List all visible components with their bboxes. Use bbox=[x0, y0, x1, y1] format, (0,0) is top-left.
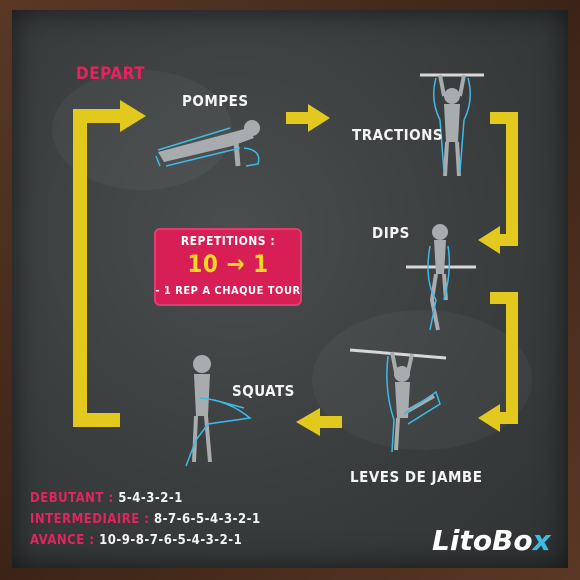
exercise-label-pompes: POMPES bbox=[182, 92, 249, 110]
level-value: 8-7-6-5-4-3-2-1 bbox=[154, 512, 261, 527]
loop-arrowhead bbox=[120, 100, 146, 132]
repetitions-label: REPETITIONS : bbox=[180, 234, 276, 248]
arrow-dips-leves bbox=[490, 292, 518, 424]
logo-main-text: LitoBo bbox=[432, 524, 533, 557]
level-label: DEBUTANT : bbox=[30, 491, 114, 506]
level-value: 10-9-8-7-6-5-4-3-2-1 bbox=[99, 533, 243, 548]
leg-raise-figure bbox=[349, 348, 447, 453]
litobox-logo: LitoBox bbox=[432, 524, 551, 557]
arrowhead bbox=[478, 404, 500, 432]
logo-accent-text: x bbox=[532, 524, 551, 557]
repetitions-box: REPETITIONS : 10 → 1 - 1 REP A CHAQUE TO… bbox=[154, 228, 302, 306]
pullup-figure bbox=[420, 73, 484, 177]
level-list: DEBUTANT : 5-4-3-2-1 INTERMEDIAIRE : 8-7… bbox=[30, 488, 261, 551]
level-intermediate: INTERMEDIAIRE : 8-7-6-5-4-3-2-1 bbox=[30, 509, 261, 530]
exercise-label-dips: DIPS bbox=[372, 224, 410, 242]
level-value: 5-4-3-2-1 bbox=[118, 491, 183, 506]
arrow-tractions-dips bbox=[490, 112, 518, 246]
exercise-label-leves-de-jambe: LEVES DE JAMBE bbox=[350, 468, 483, 486]
pushup-figure bbox=[155, 120, 260, 167]
repetitions-range: 10 → 1 bbox=[154, 250, 302, 278]
range-end: 1 bbox=[253, 250, 269, 278]
level-label: AVANCE : bbox=[30, 533, 95, 548]
level-beginner: DEBUTANT : 5-4-3-2-1 bbox=[30, 488, 261, 509]
repetitions-note: - 1 REP A CHAQUE TOUR bbox=[155, 284, 301, 297]
exercise-label-squats: SQUATS bbox=[232, 382, 295, 400]
range-arrow-icon: → bbox=[226, 250, 246, 278]
arrowhead bbox=[478, 226, 500, 254]
level-advanced: AVANCE : 10-9-8-7-6-5-4-3-2-1 bbox=[30, 530, 261, 551]
loop-bracket-arrow bbox=[73, 109, 120, 427]
range-start: 10 bbox=[187, 250, 219, 278]
arrowhead bbox=[308, 104, 330, 132]
arrowhead bbox=[296, 408, 320, 436]
level-label: INTERMEDIAIRE : bbox=[30, 512, 150, 527]
dips-figure bbox=[406, 224, 476, 331]
start-label: DEPART bbox=[76, 64, 146, 84]
squat-figure bbox=[185, 355, 252, 467]
exercise-label-tractions: TRACTIONS bbox=[352, 126, 444, 144]
